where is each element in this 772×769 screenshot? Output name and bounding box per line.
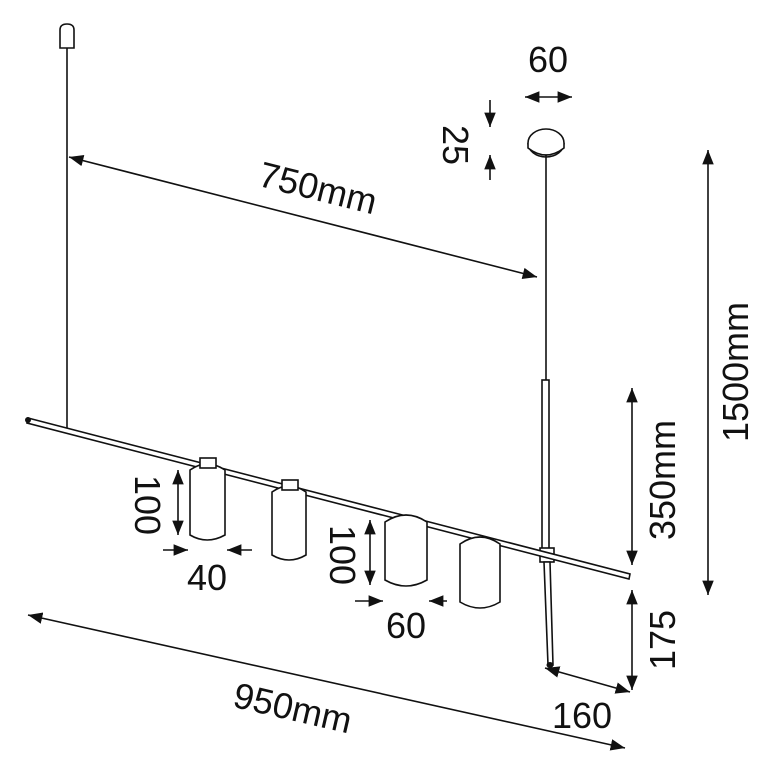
shade-1 xyxy=(189,457,226,541)
shade-3 xyxy=(384,514,428,587)
shade-4 xyxy=(459,536,501,609)
label-shade-height-2: 100 xyxy=(322,525,363,585)
label-shade-height-1: 100 xyxy=(127,475,168,535)
label-shade-width-2: 60 xyxy=(386,605,426,646)
label-wire-spacing: 750mm xyxy=(255,153,381,222)
left-suspension xyxy=(59,23,75,428)
right-suspension xyxy=(527,128,565,668)
label-total-height: 1500mm xyxy=(715,302,756,442)
label-rod-lower: 175 xyxy=(642,610,683,670)
label-rod-upper: 350mm xyxy=(642,420,683,540)
label-rod-offset: 160 xyxy=(552,695,612,736)
shade-2 xyxy=(271,479,307,561)
dimension-lines xyxy=(27,91,714,751)
shades xyxy=(189,457,501,609)
label-shade-width-1: 40 xyxy=(187,557,227,598)
label-canopy-width: 60 xyxy=(528,39,568,80)
label-canopy-height: 25 xyxy=(435,125,476,165)
